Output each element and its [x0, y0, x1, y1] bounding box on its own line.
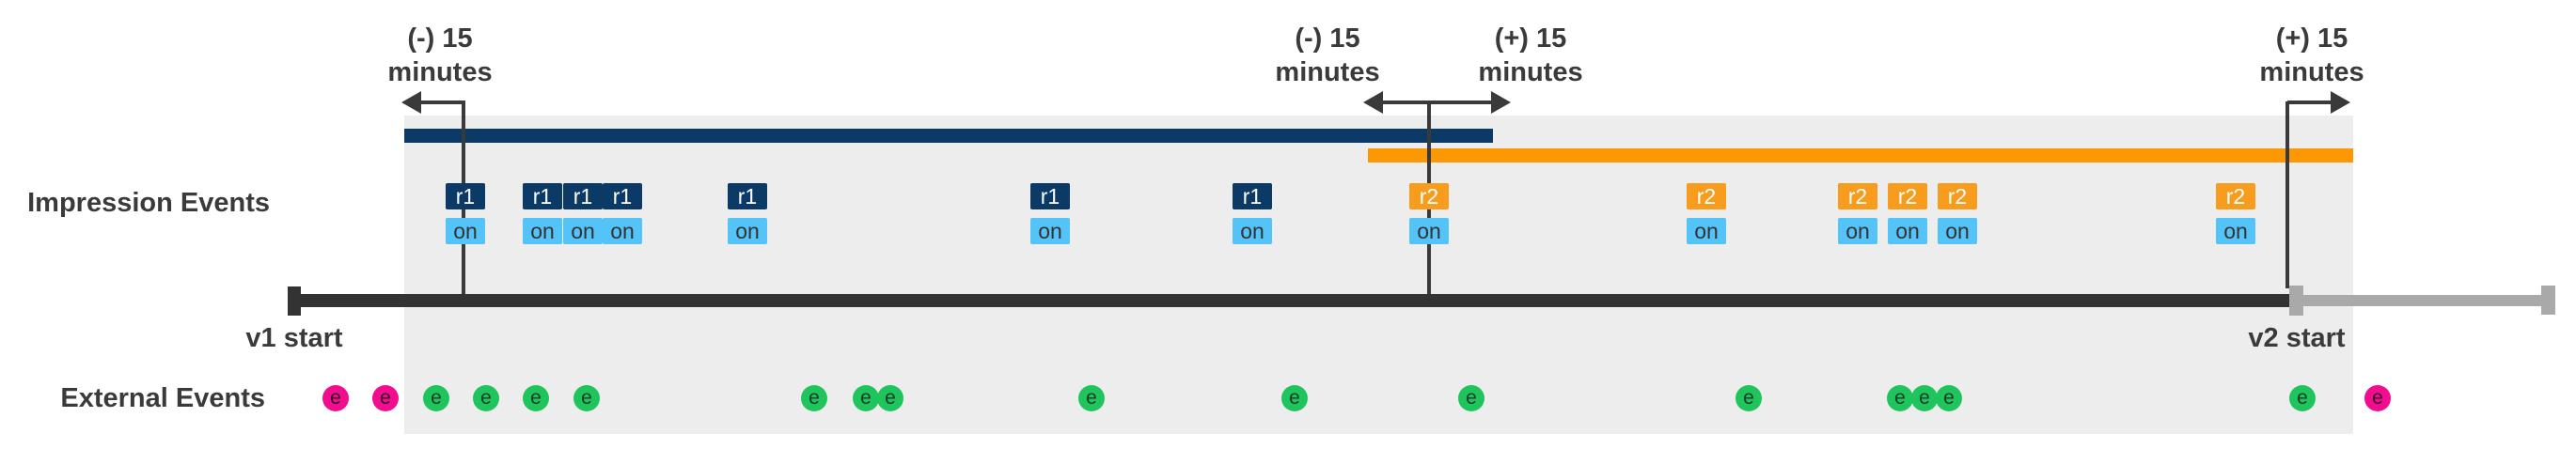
on-badge: on [1233, 218, 1272, 244]
external-event-green: e [1911, 385, 1938, 411]
on-badge: on [728, 218, 767, 244]
annotation-r2-plus-15: (+) 15 minutes [1478, 19, 1582, 86]
external-event-green: e [801, 385, 827, 411]
on-badge: on [563, 218, 603, 244]
external-event-magenta: e [372, 385, 399, 411]
r1-badge: r1 [728, 183, 767, 209]
on-badge: on [1687, 218, 1726, 244]
impression-event-r2: r2 on [1838, 183, 1877, 244]
on-badge: on [523, 218, 562, 244]
impression-event-r1: r1 on [446, 183, 485, 244]
impression-event-r2: r2 on [1938, 183, 1977, 244]
on-badge: on [1888, 218, 1927, 244]
annotation-v2-plus-15: (+) 15 minutes [2259, 19, 2364, 86]
annotation-unit: minutes [2259, 57, 2364, 87]
external-event-green: e [853, 385, 879, 411]
r2-badge: r2 [1687, 183, 1726, 209]
external-event-green: e [1281, 385, 1308, 411]
arrow-right-icon [2331, 91, 2350, 114]
external-event-green: e [877, 385, 903, 411]
annotation-unit: minutes [387, 57, 493, 87]
on-badge: on [1938, 218, 1977, 244]
external-event-green: e [523, 385, 549, 411]
arrow-left-icon [401, 91, 421, 114]
annotation-v1-minus-15: (-) 15 minutes [387, 19, 492, 86]
on-badge: on [446, 218, 485, 244]
impression-events-row-label: Impression Events [27, 188, 270, 218]
impression-event-r2: r2 on [1687, 183, 1726, 244]
annotation-value: (+) 15 [1494, 23, 1567, 54]
external-event-green: e [423, 385, 449, 411]
impression-event-r2: r2 on [1409, 183, 1449, 244]
r2-badge: r2 [1938, 183, 1977, 209]
impression-event-r1: r1 on [603, 183, 642, 244]
r1-badge: r1 [446, 183, 485, 209]
timeline-end-tick [2541, 286, 2555, 315]
r1-release-period-bar [404, 129, 1493, 143]
external-event-green: e [2289, 385, 2316, 411]
annotation-unit: minutes [1478, 57, 1583, 87]
impression-event-r2: r2 on [1888, 183, 1927, 244]
on-badge: on [2216, 218, 2255, 244]
external-event-green: e [573, 385, 600, 411]
r2-badge: r2 [2216, 183, 2255, 209]
annotation-value: (-) 15 [407, 23, 473, 54]
impression-event-r1: r1 on [728, 183, 767, 244]
external-event-magenta: e [2364, 385, 2391, 411]
annotation-value: (+) 15 [2275, 23, 2348, 54]
r1-badge: r1 [523, 183, 562, 209]
r1-badge: r1 [1030, 183, 1070, 209]
r1-badge: r1 [1233, 183, 1272, 209]
v1-timeline-bar [294, 294, 2289, 307]
external-event-green: e [1936, 385, 1962, 411]
arrow-right-icon [1491, 91, 1511, 114]
r1-badge: r1 [603, 183, 642, 209]
r2-release-period-bar [1368, 148, 2353, 162]
external-events-row-label: External Events [60, 383, 265, 413]
r1-badge: r1 [563, 183, 603, 209]
r2-badge: r2 [1838, 183, 1877, 209]
impression-event-r1: r1 on [1233, 183, 1272, 244]
annotation-value: (-) 15 [1295, 23, 1360, 54]
v1-start-label: v1 start [245, 323, 343, 353]
arrow-left-icon [1363, 91, 1383, 114]
v2-timeline-bar [2303, 295, 2543, 306]
on-badge: on [603, 218, 642, 244]
external-event-magenta: e [322, 385, 349, 411]
v2-start-label: v2 start [2248, 323, 2346, 353]
v2-start-line [2285, 101, 2289, 288]
annotation-r2-minus-15: (-) 15 minutes [1275, 19, 1379, 86]
external-event-green: e [1458, 385, 1484, 411]
impression-event-r2: r2 on [2216, 183, 2255, 244]
minus-15-arrow-line [412, 101, 465, 104]
impression-event-r1: r1 on [1030, 183, 1070, 244]
annotation-unit: minutes [1275, 57, 1380, 87]
impression-event-r1: r1 on [523, 183, 562, 244]
observation-window-panel [404, 116, 2353, 434]
external-event-green: e [1078, 385, 1105, 411]
r2-badge: r2 [1888, 183, 1927, 209]
v2-start-tick [2289, 286, 2303, 316]
external-event-green: e [1887, 385, 1913, 411]
impression-event-r1: r1 on [563, 183, 603, 244]
on-badge: on [1838, 218, 1877, 244]
external-event-green: e [1736, 385, 1762, 411]
plus-15-arrow-line [2287, 101, 2342, 104]
external-event-green: e [473, 385, 499, 411]
on-badge: on [1030, 218, 1070, 244]
on-badge: on [1409, 218, 1449, 244]
plus-minus-15-arrow-line [1373, 101, 1493, 104]
r2-badge: r2 [1409, 183, 1449, 209]
